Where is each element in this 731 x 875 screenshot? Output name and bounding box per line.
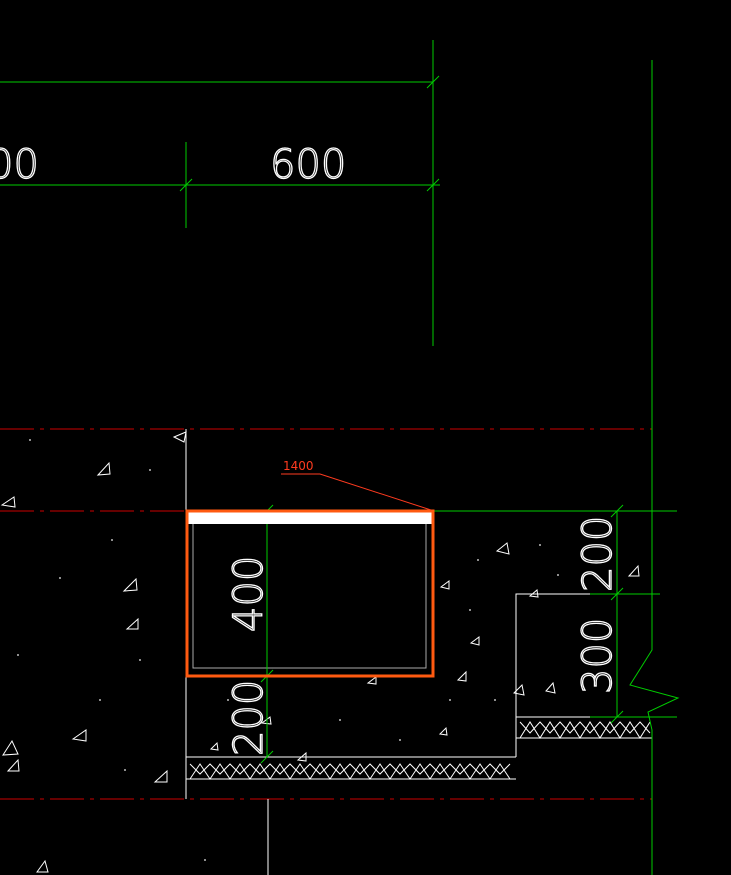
aggregate-triangle [153,769,168,783]
aggregate-dot [557,574,559,576]
tick-trench-bottom [260,750,274,764]
leader-line [281,473,432,511]
aggregate-triangle [6,758,20,772]
aggregate-dot [477,559,479,561]
aggregate-dot [494,699,496,701]
aggregate-dot [99,699,101,701]
tick-right-mid [610,587,624,601]
aggregate-triangle [438,726,448,736]
dim-text-trench-bottom: 200 [226,680,272,756]
hatch-zigzag-bottom [189,763,511,780]
aggregate-triangle [209,741,219,751]
aggregate-dot [227,699,229,701]
aggregate-triangle [627,564,640,577]
aggregate-dot [339,719,341,721]
step-outline [515,716,652,757]
break-line-right [629,60,680,875]
hatch-step-zigzag [519,721,651,739]
trench-highlight-outline[interactable] [185,509,435,678]
aggregate-dot [204,859,206,861]
aggregate-triangle [96,461,111,476]
aggregate-dot [449,699,451,701]
aggregate-dot [124,769,126,771]
aggregate-triangle [2,739,19,756]
aggregate-triangle [545,681,556,694]
aggregate-triangle [469,636,480,646]
aggregate-dot [17,654,19,656]
grid-axis-lines [0,428,652,800]
aggregate-triangle [495,542,510,555]
aggregate-triangle [366,676,377,685]
aggregate-triangle [456,670,467,682]
dim-text-trench-height: 400 [226,556,272,632]
leader-label: 1400 [283,459,314,473]
tick-second-right [426,178,440,192]
aggregate-dot [469,609,471,611]
aggregate-dot [111,539,113,541]
aggregate-triangle [36,859,49,873]
aggregate-triangle [172,431,187,443]
aggregate-triangle [122,577,138,592]
dim-text-top-left-partial: 00 [0,142,39,188]
aggregate-triangle [0,496,16,508]
aggregate-triangle [528,589,539,598]
aggregate-dot [399,739,401,741]
dim-text-right-lower: 300 [575,618,621,694]
dim-text-top-right: 600 [270,142,346,188]
aggregate-triangle [512,683,525,696]
aggregate-triangle [296,751,307,762]
aggregate-triangle [125,617,139,630]
aggregate-dot [149,469,151,471]
concrete-dots [17,439,559,861]
aggregate-dot [29,439,31,441]
tick-right-top [610,504,624,518]
hatch-zigzag-inner [189,763,511,775]
tick-top-right [426,75,440,89]
aggregate-dot [59,577,61,579]
concrete-aggregate-symbols [0,431,640,873]
earth-hatch [186,721,652,780]
tick-second-center [179,178,193,192]
tick-right-bottom [610,710,624,724]
dimension-lines [0,40,680,875]
aggregate-triangle [439,580,450,590]
hatch-step-zigzag-inner [519,721,651,734]
aggregate-dot [139,659,141,661]
dim-text-right-upper: 200 [575,516,621,592]
trench-cover-slab [188,512,432,524]
aggregate-triangle [71,729,87,742]
aggregate-dot [539,544,541,546]
